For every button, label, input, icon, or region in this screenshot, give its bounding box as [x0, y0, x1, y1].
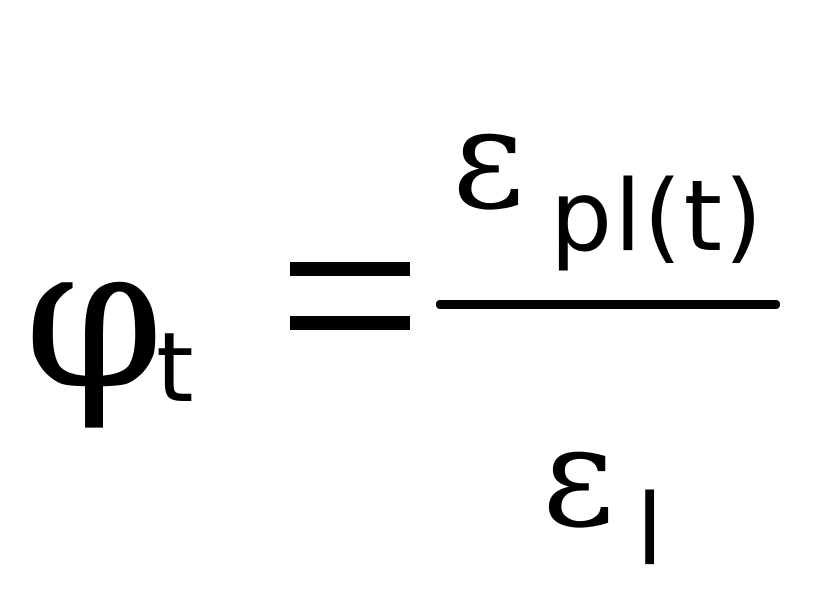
phi-subscript: t	[156, 312, 194, 424]
fraction-bar	[436, 300, 780, 309]
equals-sign-top-bar	[290, 262, 410, 276]
numerator-subscript: pl(t)	[550, 160, 765, 274]
denominator-subscript: l	[636, 474, 664, 588]
numerator-epsilon: ε	[452, 78, 525, 241]
phi-symbol: φ	[24, 201, 165, 434]
denominator-epsilon: ε	[542, 396, 615, 559]
equals-sign-bottom-bar	[290, 316, 410, 330]
